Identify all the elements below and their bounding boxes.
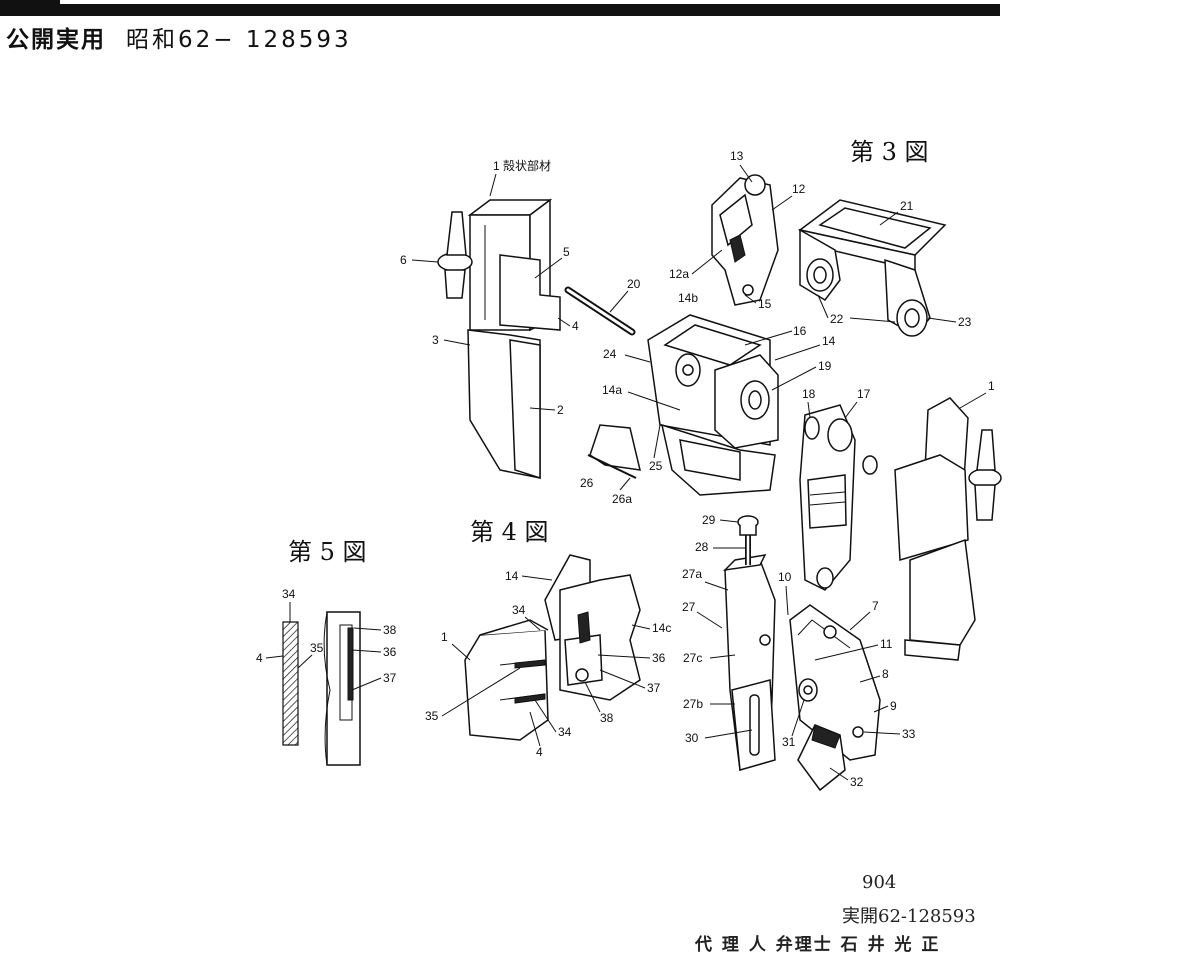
label-34-top: 34: [512, 603, 526, 617]
label-11: 11: [880, 637, 893, 651]
arm-17: [799, 404, 878, 591]
label-14c: 14c: [652, 621, 671, 635]
plate-26: [587, 424, 641, 479]
publication-number: 昭和62− 128593: [126, 27, 352, 53]
shell-member-right: [894, 397, 1002, 661]
publication-kind: 公開実用: [6, 27, 106, 53]
label-36-fig4: 36: [652, 651, 666, 665]
label-26: 26: [580, 476, 594, 490]
label-19: 19: [818, 359, 832, 373]
pin-20: [564, 286, 636, 336]
label-36-fig5: 36: [383, 645, 397, 659]
fig5-title: 第 5 図: [288, 538, 367, 566]
label-23: 23: [958, 315, 972, 329]
label-14b: 14b: [678, 291, 698, 305]
label-32: 32: [850, 775, 864, 789]
label-31: 31: [782, 735, 796, 749]
shell-member-left: [437, 198, 561, 480]
label-28: 28: [695, 540, 709, 554]
reference-number: 実開62-128593: [842, 906, 976, 927]
label-25: 25: [649, 459, 663, 473]
fig5-section: [282, 611, 361, 766]
label-30: 30: [685, 731, 699, 745]
label-34-fig5: 34: [282, 587, 296, 601]
label-24: 24: [603, 347, 617, 361]
label-12a: 12a: [669, 267, 689, 281]
label-1-right: 1: [988, 379, 995, 393]
label-29: 29: [702, 513, 716, 527]
label-27c: 27c: [683, 651, 702, 665]
label-5: 5: [563, 245, 570, 259]
fig3-title: 第 3 図: [850, 138, 929, 166]
label-7: 7: [872, 599, 879, 613]
label-27b: 27b: [683, 697, 703, 711]
publication-header: 公開実用 昭和62− 128593: [6, 20, 352, 54]
label-38-fig4: 38: [600, 711, 614, 725]
label-2: 2: [557, 403, 564, 417]
label-4-fig5: 4: [256, 651, 263, 665]
label-4: 4: [572, 319, 579, 333]
fig4-title: 第 4 図: [470, 518, 549, 546]
label-12: 12: [792, 182, 806, 196]
header-rule: [0, 4, 1000, 16]
label-14: 14: [822, 334, 836, 348]
label-16: 16: [793, 324, 807, 338]
page-number: 904: [862, 872, 897, 893]
label-21: 21: [900, 199, 914, 213]
fig4-labels: 14 34 14c 1 36 37 35 38 34 4: [425, 569, 671, 759]
leg-27: [722, 515, 776, 772]
label-37-fig5: 37: [383, 671, 397, 685]
label-35-fig5: 35: [310, 641, 324, 655]
label-4-fig4: 4: [536, 745, 543, 759]
label-27: 27: [682, 600, 696, 614]
label-9: 9: [890, 699, 897, 713]
label-27a: 27a: [682, 567, 702, 581]
fig4-assembly: [464, 554, 641, 741]
label-17: 17: [857, 387, 871, 401]
label-34-bottom: 34: [558, 725, 572, 739]
label-13: 13: [730, 149, 744, 163]
label-6: 6: [400, 253, 407, 267]
label-35-fig4: 35: [425, 709, 439, 723]
agent-line: 代 理 人 弁理士 石 井 光 正: [695, 935, 941, 955]
label-10: 10: [778, 570, 792, 584]
torso-14: [647, 314, 779, 496]
head-part-12: [711, 174, 779, 306]
label-15: 15: [758, 297, 772, 311]
foot-plate-7: [789, 604, 881, 792]
label-18: 18: [802, 387, 816, 401]
label-1-shell-member: 1 殻状部材: [493, 158, 551, 173]
label-33: 33: [902, 727, 916, 741]
label-14a: 14a: [602, 383, 622, 397]
fig5-labels: 34 4 35 38 36 37: [256, 587, 397, 691]
label-3: 3: [432, 333, 439, 347]
label-26a: 26a: [612, 492, 632, 506]
label-14-fig4: 14: [505, 569, 519, 583]
fig3-labels: 1 殻状部材 13 12 12a 14b 15 21 22 23 6 5 4 3…: [400, 149, 995, 789]
label-38-fig5: 38: [383, 623, 397, 637]
label-22: 22: [830, 312, 844, 326]
label-1-fig4: 1: [441, 630, 448, 644]
label-8: 8: [882, 667, 889, 681]
header-rule-tab: [0, 0, 60, 7]
bracket-21: [798, 199, 947, 337]
label-37-fig4: 37: [647, 681, 661, 695]
label-20: 20: [627, 277, 641, 291]
